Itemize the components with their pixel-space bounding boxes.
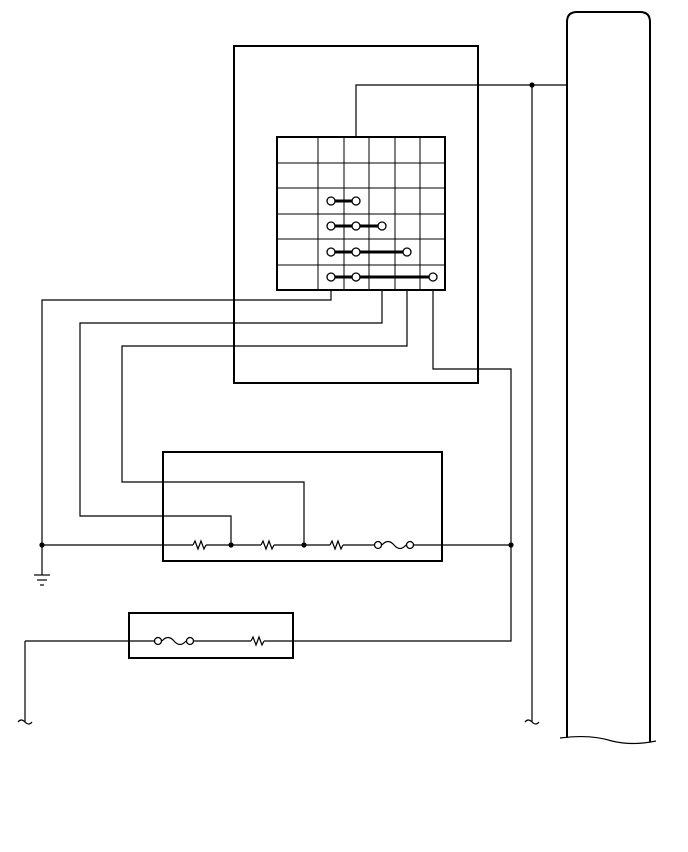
resistor-4-icon <box>250 635 265 647</box>
switch-position-row-3 <box>326 196 361 206</box>
connector-break-mark <box>559 735 657 745</box>
wire-break-mark-right <box>524 719 540 725</box>
switch-position-row-4 <box>326 221 387 231</box>
main-connector-body <box>566 11 651 742</box>
wire-to-resistor-1 <box>79 290 383 545</box>
junction-dot-bus-right <box>508 542 514 548</box>
wire-to-resistor-2 <box>121 290 408 545</box>
wire-to-ground <box>41 290 332 545</box>
wire-break-mark-left <box>17 719 33 725</box>
switch-position-row-5 <box>326 247 412 257</box>
switch-position-row-6 <box>326 272 438 282</box>
resistor-3-icon <box>329 539 344 551</box>
fuse-2-icon <box>153 636 195 646</box>
resistor-assembly-box <box>162 451 443 562</box>
fuse-1-icon <box>373 540 415 550</box>
junction-dot-resistor-2 <box>301 542 307 548</box>
switch-grid <box>276 136 446 291</box>
ground-icon <box>34 545 50 586</box>
supply-wire <box>355 84 567 137</box>
resistor-1-icon <box>192 539 207 551</box>
resistor-2-icon <box>260 539 275 551</box>
ignition-switch-box <box>233 45 479 384</box>
wire-to-fuse-box <box>293 290 512 642</box>
fuse-resistor-box <box>128 612 294 659</box>
junction-dot-resistor-1 <box>228 542 234 548</box>
